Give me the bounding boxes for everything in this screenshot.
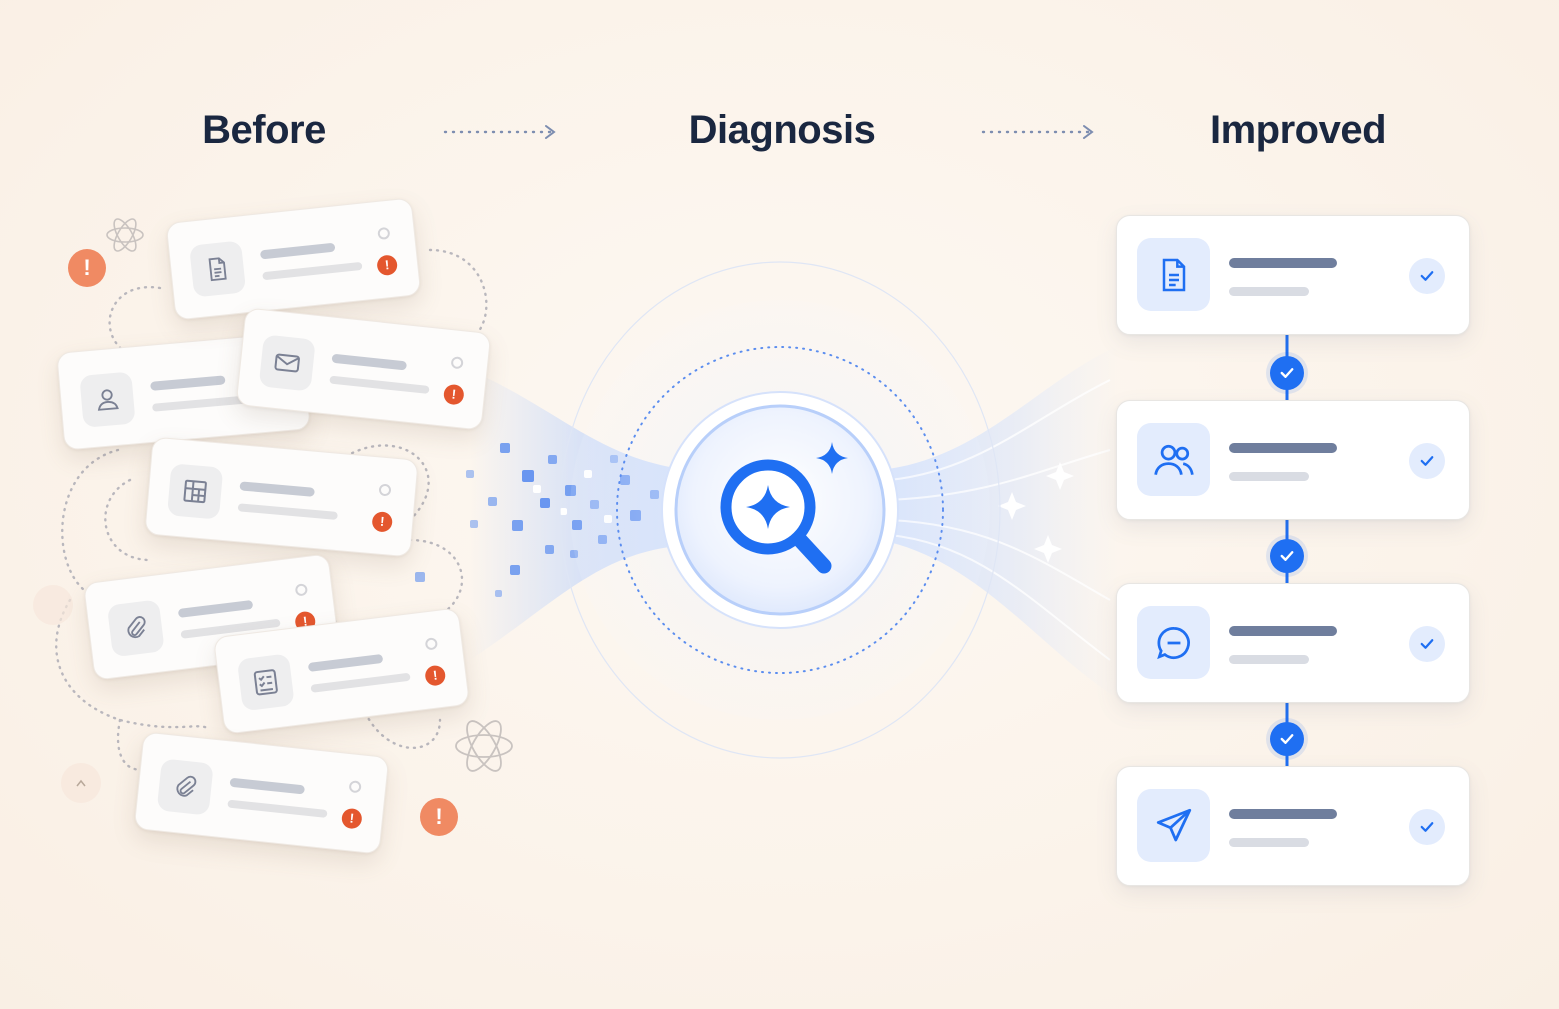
connector-check-icon: [1270, 722, 1304, 756]
check-icon: [1409, 443, 1445, 479]
user-icon: [79, 371, 136, 428]
mail-icon: [258, 334, 316, 392]
dotted-arrow-icon: [443, 125, 556, 139]
halo-ring-outer: [559, 261, 1001, 759]
paperclip-icon: [106, 599, 165, 658]
send-icon: [1137, 789, 1210, 862]
halo-ring-dotted: [616, 346, 944, 674]
atom-icon: [455, 720, 513, 772]
dotted-arrow-icon: [981, 125, 1094, 139]
alert-icon: !: [420, 798, 458, 836]
stage-title-before: Before: [202, 108, 326, 152]
faint-circle: [33, 585, 73, 625]
before-card: !: [165, 197, 422, 321]
paperclip-icon: [156, 758, 214, 816]
atom-icon: [106, 218, 144, 252]
before-card: !: [82, 553, 341, 681]
stage-title-diagnosis: Diagnosis: [688, 108, 876, 152]
before-card: !: [144, 436, 419, 558]
faint-circle: [61, 763, 101, 803]
before-card: [56, 331, 311, 451]
document-icon: [189, 240, 247, 298]
chat-icon: [1137, 606, 1210, 679]
check-icon: [1409, 258, 1445, 294]
before-card: !: [133, 731, 390, 855]
before-card: !: [212, 607, 471, 735]
check-icon: [1409, 809, 1445, 845]
stage-title-improved: Improved: [1209, 108, 1387, 152]
connector-check-icon: [1270, 356, 1304, 390]
grid-icon: [166, 463, 224, 520]
before-card: !: [235, 307, 492, 431]
improved-card: [1116, 400, 1470, 520]
improved-card: [1116, 766, 1470, 886]
alert-icon: !: [68, 249, 106, 287]
checklist-icon: [236, 653, 295, 712]
users-icon: [1137, 423, 1210, 496]
check-icon: [1409, 626, 1445, 662]
sparkles: [998, 462, 1074, 563]
improved-card: [1116, 583, 1470, 703]
magnifier-sparkle-icon: [720, 442, 848, 574]
improved-card: [1116, 215, 1470, 335]
connector-check-icon: [1270, 539, 1304, 573]
document-icon: [1137, 238, 1210, 311]
